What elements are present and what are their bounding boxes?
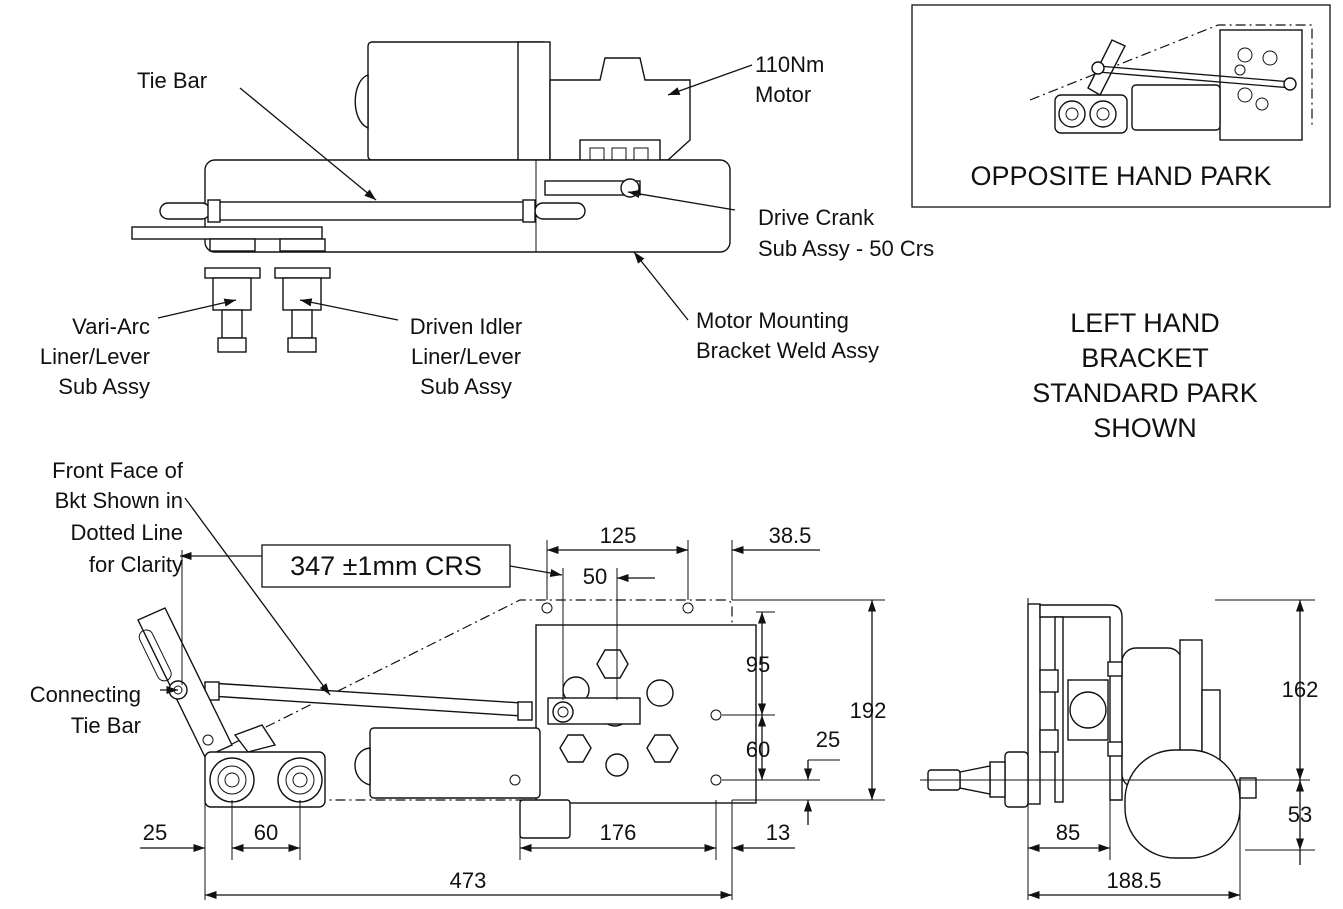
bracket-label-2: Bracket Weld Assy <box>696 338 879 363</box>
front-face-label-1: Front Face of <box>52 458 184 483</box>
connecting-label-2: Tie Bar <box>71 713 141 738</box>
vari-arc-label-1: Vari-Arc <box>72 314 150 339</box>
left-hand-note-4: SHOWN <box>1093 413 1197 443</box>
dim-188-5: 188.5 <box>1106 868 1161 893</box>
front-view-dimensions <box>140 540 885 900</box>
dim-50: 50 <box>583 564 607 589</box>
opposite-hand-inset <box>911 4 1331 208</box>
driven-idler-label-2: Liner/Lever <box>411 344 521 369</box>
motor-label-1: 110Nm <box>755 52 824 77</box>
side-view <box>920 598 1310 900</box>
front-view <box>137 497 757 839</box>
left-hand-note-2: BRACKET <box>1081 343 1209 373</box>
tie-bar-label: Tie Bar <box>137 68 207 93</box>
spindle-left <box>204 238 261 353</box>
dim-125: 125 <box>600 523 637 548</box>
dim-13: 13 <box>766 820 790 845</box>
dim-25-right: 25 <box>816 727 840 752</box>
drive-crank-label-1: Drive Crank <box>758 205 875 230</box>
motor-label-2: Motor <box>755 82 811 107</box>
dim-25-left: 25 <box>143 820 167 845</box>
left-hand-note-1: LEFT HAND <box>1070 308 1220 338</box>
vari-arc-label-2: Liner/Lever <box>40 344 150 369</box>
top-view <box>131 41 753 353</box>
front-face-label-3: Dotted Line <box>70 520 183 545</box>
dim-53: 53 <box>1288 802 1312 827</box>
dim-176: 176 <box>600 820 637 845</box>
crs-box-text: 347 ±1mm CRS <box>290 551 482 581</box>
dim-60-left: 60 <box>254 820 278 845</box>
front-face-label-4: for Clarity <box>89 552 183 577</box>
dim-473: 473 <box>450 868 487 893</box>
front-face-label-2: Bkt Shown in <box>55 488 183 513</box>
spindle-right <box>274 238 331 353</box>
dim-60-right: 60 <box>746 737 770 762</box>
driven-idler-label-3: Sub Assy <box>420 374 512 399</box>
bracket-label-1: Motor Mounting <box>696 308 849 333</box>
dim-192: 192 <box>850 698 887 723</box>
dim-38-5: 38.5 <box>769 523 812 548</box>
inset-title: OPPOSITE HAND PARK <box>970 161 1271 191</box>
drive-crank-label-2: Sub Assy - 50 Crs <box>758 236 934 261</box>
side-view-dimensions <box>1028 599 1315 900</box>
crs-callout <box>180 544 563 685</box>
dim-85: 85 <box>1056 820 1080 845</box>
connecting-label-1: Connecting <box>30 682 141 707</box>
dim-162: 162 <box>1282 677 1319 702</box>
dim-95: 95 <box>746 652 770 677</box>
driven-idler-label-1: Driven Idler <box>410 314 522 339</box>
left-hand-note-3: STANDARD PARK <box>1032 378 1258 408</box>
vari-arc-label-3: Sub Assy <box>58 374 150 399</box>
